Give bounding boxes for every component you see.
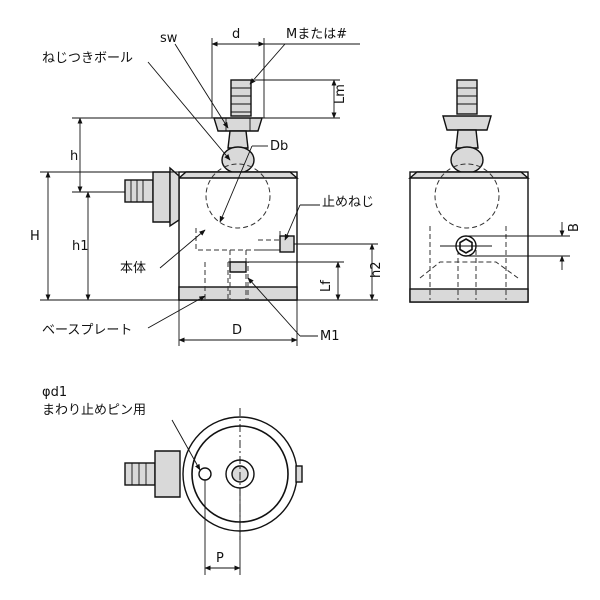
- label-lf: Lf: [319, 280, 334, 292]
- top-pin-hole: [198, 467, 212, 481]
- label-d: d: [232, 27, 240, 42]
- top-view: [124, 416, 303, 532]
- label-pin-hole: まわり止めピン用: [42, 403, 146, 418]
- front-base-plate: [178, 286, 298, 301]
- label-set-screw: 止めねじ: [322, 195, 374, 210]
- side-ball-top: [450, 146, 484, 174]
- label-m-or-hash: Mまたは#: [286, 27, 347, 42]
- front-ball-hidden: [205, 163, 271, 229]
- side-set-screw-hex-icon: [459, 238, 473, 254]
- label-sw: sw: [160, 31, 178, 46]
- side-threaded-stud: [456, 79, 478, 115]
- label-h-total: H: [30, 229, 40, 244]
- front-side-bolt: [124, 166, 180, 228]
- label-lm: Lm: [333, 84, 348, 104]
- front-view: [124, 79, 299, 301]
- label-phi-d1: φd1: [42, 385, 67, 400]
- side-hex-nut: [442, 115, 492, 131]
- dimension-lines: [40, 38, 570, 575]
- front-hex-nut: [213, 117, 263, 132]
- label-db: Db: [270, 139, 288, 154]
- labels: sw d Mまたは# ねじつきボール Lm h Db 止めねじ H h1 本体 …: [30, 27, 582, 566]
- label-body: 本体: [120, 261, 146, 276]
- side-base-plate: [409, 288, 529, 303]
- label-p: P: [216, 551, 224, 566]
- side-ball-neck: [455, 129, 479, 149]
- front-threaded-stud: [230, 79, 252, 117]
- front-body-top-face: [177, 171, 299, 179]
- label-h: h: [70, 149, 78, 164]
- side-view: [408, 79, 530, 303]
- label-d-diameter: D: [232, 323, 242, 338]
- front-ball-top: [221, 146, 255, 174]
- label-threaded-ball: ねじつきボール: [42, 51, 133, 66]
- top-side-bolt: [124, 450, 181, 498]
- front-ball-neck: [227, 130, 249, 149]
- label-m1: M1: [320, 329, 340, 344]
- label-h1: h1: [72, 239, 89, 254]
- label-b: B: [567, 223, 582, 232]
- front-body: [178, 171, 298, 301]
- label-base-plate: ベースプレート: [42, 323, 132, 338]
- label-h2: h2: [369, 261, 384, 278]
